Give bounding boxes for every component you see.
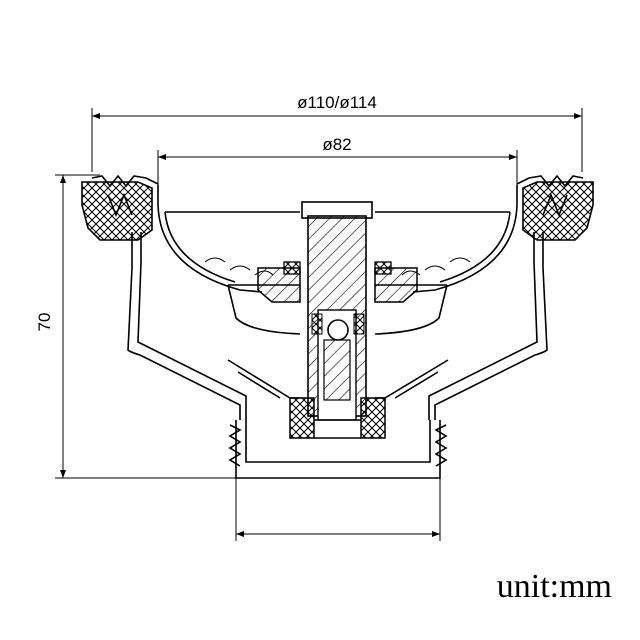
dimension-outer-diameter <box>91 108 583 172</box>
height-label: 70 <box>35 313 54 332</box>
lower-seal <box>227 359 449 439</box>
central-post <box>301 201 373 421</box>
inner-diameter-label: ø82 <box>322 135 351 154</box>
dimension-bottom-width <box>235 478 441 541</box>
outer-diameter-label: ø110/ø114 <box>297 93 377 112</box>
outer-body <box>81 174 594 479</box>
dimension-inner-diameter <box>157 150 518 185</box>
dimension-height <box>55 174 240 479</box>
unit-label: unit:mm <box>496 568 612 605</box>
hub-clamps <box>257 261 418 303</box>
